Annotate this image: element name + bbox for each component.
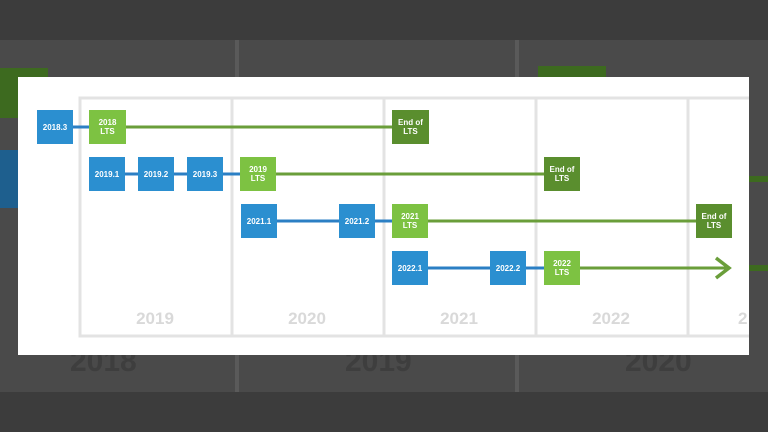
year-label: 2: [738, 309, 748, 328]
year-label: 2021: [440, 309, 478, 328]
year-label: 2020: [288, 309, 326, 328]
arrow-right-icon: [714, 256, 732, 280]
end-of-lts-box: End of LTS: [696, 204, 732, 238]
lts-timeline-card: 2018.3 2018 LTS End of LTS 2019.1 2019.2…: [18, 77, 749, 355]
year-label: 2022: [592, 309, 630, 328]
release-box: 2022.2: [490, 251, 526, 285]
release-box: 2022.1: [392, 251, 428, 285]
release-box: 2018.3: [37, 110, 73, 144]
release-box: 2021.1: [241, 204, 277, 238]
lts-box: 2018 LTS: [89, 110, 126, 144]
timeline-grid: [73, 96, 749, 338]
release-box: 2019.1: [89, 157, 125, 191]
release-box: 2019.2: [138, 157, 174, 191]
release-box: 2019.3: [187, 157, 223, 191]
lts-box: 2019 LTS: [240, 157, 276, 191]
year-label: 2019: [136, 309, 174, 328]
release-box: 2021.2: [339, 204, 375, 238]
lts-box: 2022 LTS: [544, 251, 580, 285]
lts-box: 2021 LTS: [392, 204, 428, 238]
end-of-lts-box: End of LTS: [544, 157, 580, 191]
end-of-lts-box: End of LTS: [392, 110, 429, 144]
